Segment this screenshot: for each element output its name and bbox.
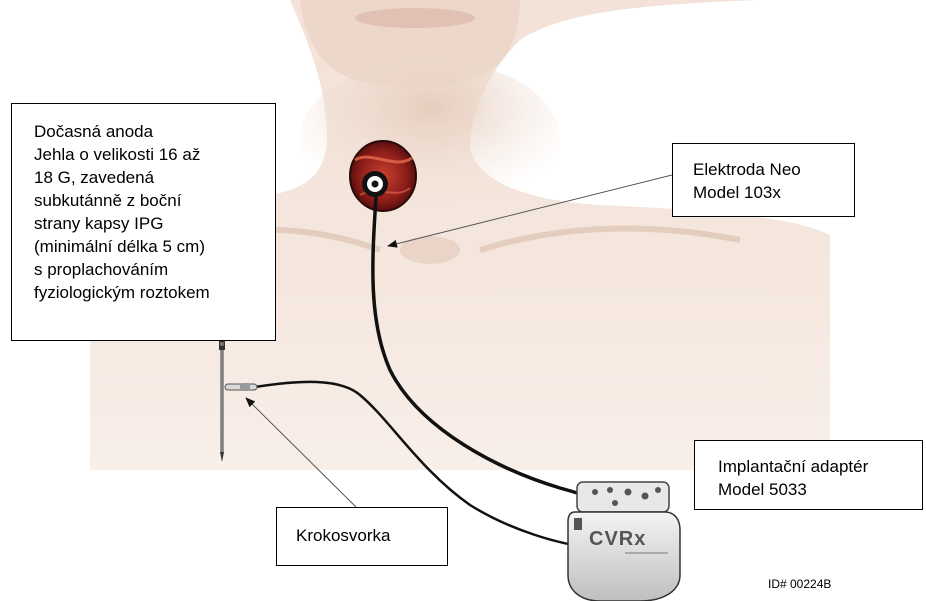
neck-shadow [300, 60, 560, 220]
callout-line: s proplachováním [34, 258, 267, 281]
alligator-clip [225, 383, 257, 391]
callout-implant-adapter: Implantační adaptér Model 5033 [694, 440, 923, 510]
callout-neo-electrode: Elektroda Neo Model 103x [672, 143, 855, 217]
callout-line: Elektroda Neo [693, 158, 848, 181]
callout-line: 18 G, zavedená [34, 166, 267, 189]
callout-line: (minimální délka 5 cm) [34, 235, 267, 258]
callout-alligator-clip: Krokosvorka [276, 507, 448, 566]
callout-line: Jehla o velikosti 16 až [34, 143, 267, 166]
sternal-notch [400, 236, 460, 264]
lips [355, 8, 475, 28]
callout-line: subkutánně z boční [34, 189, 267, 212]
ipg-device [568, 512, 680, 601]
document-id-label: ID# 00224B [768, 577, 831, 591]
callout-line: Dočasná anoda [34, 120, 267, 143]
callout-line: strany kapsy IPG [34, 212, 267, 235]
callout-line: Implantační adaptér [718, 455, 916, 478]
callout-line: fyziologickým roztokem [34, 281, 267, 304]
callout-line: Model 103x [693, 181, 848, 204]
callout-line: Krokosvorka [296, 524, 441, 547]
electrode-site [350, 141, 416, 211]
callout-temporary-anode: Dočasná anoda Jehla o velikosti 16 až 18… [11, 103, 276, 341]
callout-line: Model 5033 [718, 478, 916, 501]
implant-adapter [577, 482, 669, 512]
device-brand-label: CVRx [589, 528, 646, 551]
